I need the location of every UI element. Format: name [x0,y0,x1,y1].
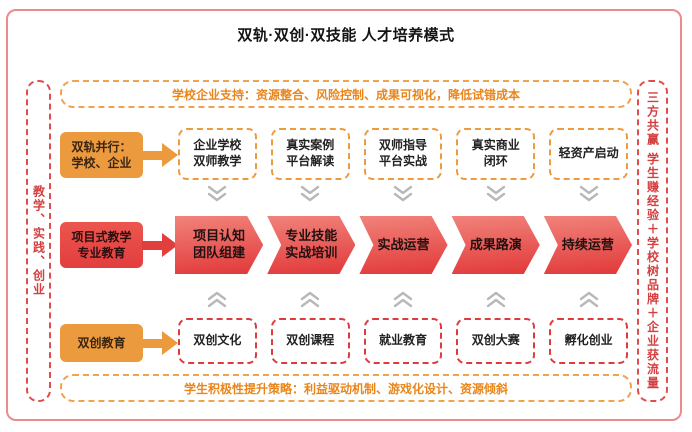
three-way-winwin-strip: 三方共赢 学生赚经验＋学校树品牌＋企业获流量 [637,80,668,402]
innovation-row-label: 双创教育 [60,324,143,362]
process-step: 项目认知 团队组建 [175,216,263,274]
innovation-box: 就业教育 [363,318,443,364]
double-chevron-up-icon [364,287,443,311]
double-chevron-down-icon [549,182,628,206]
track-row-label: 双轨并行： 学校、企业 [60,132,143,178]
flow-down-row [178,182,628,206]
innovation-box: 双创课程 [270,318,350,364]
support-box: 真实案例 平台解读 [270,128,350,180]
double-chevron-down-icon [364,182,443,206]
innovation-box: 孵化创业 [549,318,628,364]
process-step: 实战运营 [359,216,447,274]
track-arrow-right-icon [142,143,178,167]
double-chevron-down-icon [178,182,257,206]
double-chevron-up-icon [456,287,535,311]
page-title: 双轨·双创·双技能 人才培养模式 [237,27,455,44]
double-chevron-up-icon [549,287,628,311]
support-box: 真实商业 闭环 [456,128,536,180]
double-chevron-down-icon [271,182,350,206]
process-arrow-right-icon [142,233,178,257]
double-chevron-down-icon [456,182,535,206]
process-step: 专业技能 实战培训 [267,216,355,274]
flow-up-row [178,287,628,311]
process-row-label: 项目式教学 专业教育 [60,222,143,268]
support-row: 企业学校 双师教学 真实案例 平台解读 双师指导 平台实战 真实商业 闭环 轻资… [178,128,628,180]
teaching-practice-startup-strip: 教学、实践、创业 [26,80,51,402]
double-chevron-up-icon [178,287,257,311]
support-box: 双师指导 平台实战 [363,128,443,180]
innovation-box: 双创文化 [178,318,257,364]
double-chevron-up-icon [271,287,350,311]
process-step-row: 项目认知 团队组建 专业技能 实战培训 实战运营 成果路演 持续运营 [175,216,632,274]
outer-frame [6,9,682,421]
school-enterprise-support-banner: 学校企业支持：资源整合、风险控制、成果可视化，降低试错成本 [60,80,632,108]
process-step: 成果路演 [452,216,540,274]
innovation-box: 双创大赛 [456,318,536,364]
process-step: 持续运营 [544,216,632,274]
support-box: 轻资产启动 [549,128,628,180]
innovation-row: 双创文化 双创课程 就业教育 双创大赛 孵化创业 [178,318,628,364]
support-box: 企业学校 双师教学 [178,128,257,180]
innovation-arrow-right-icon [142,331,178,355]
student-motivation-banner: 学生积极性提升策略：利益驱动机制、游戏化设计、资源倾斜 [60,374,632,402]
